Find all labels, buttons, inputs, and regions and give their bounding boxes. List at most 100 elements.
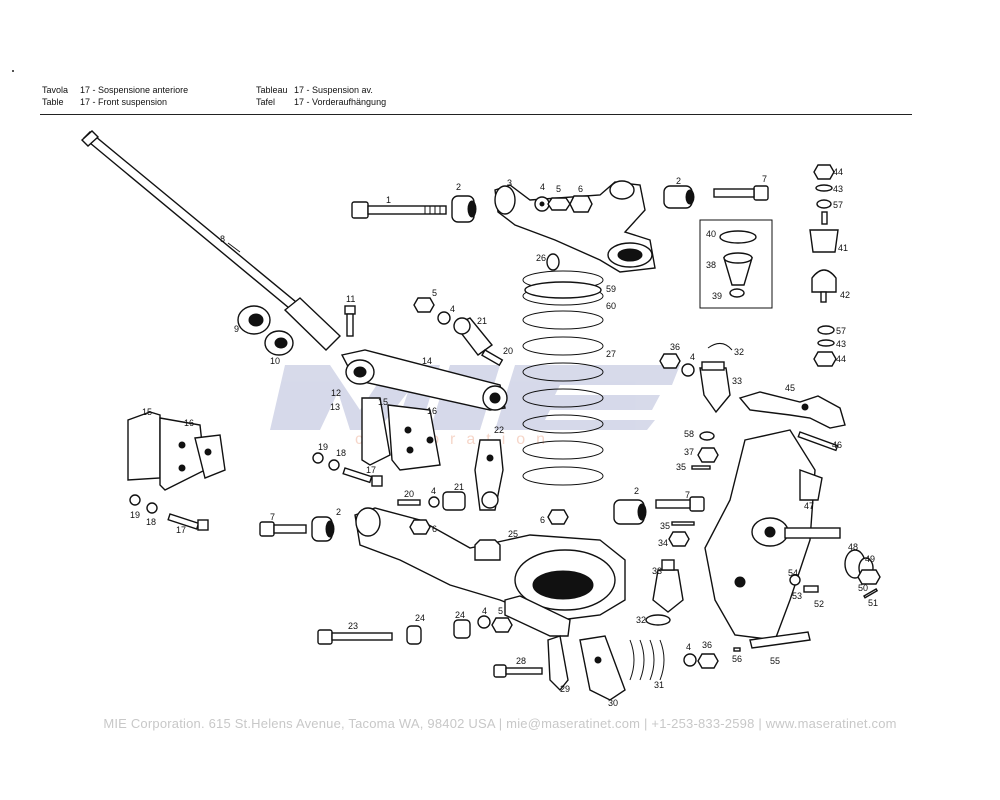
callout: 49 <box>865 554 875 564</box>
callout: 30 <box>608 698 618 708</box>
callout: 54 <box>788 568 798 578</box>
callout: 11 <box>346 294 355 304</box>
callout: 60 <box>606 301 616 311</box>
callout: 27 <box>606 349 616 359</box>
washer-nut-set-upper <box>534 195 593 213</box>
callout: 19 <box>130 510 140 520</box>
callout: 34 <box>658 538 668 548</box>
callout: 1 <box>386 195 391 205</box>
callout: 21 <box>454 482 464 492</box>
callout: 2 <box>634 486 639 496</box>
callout: 15 <box>142 407 152 417</box>
callout: 50 <box>858 583 868 593</box>
callout: 4 <box>686 642 691 652</box>
callout: 43 <box>836 339 846 349</box>
callout: 57 <box>833 200 843 210</box>
header-label: Tafel <box>256 97 276 107</box>
callout: 55 <box>770 656 780 666</box>
callout: 32 <box>734 347 744 357</box>
tie-link-14 <box>340 349 508 411</box>
callout: 57 <box>836 326 846 336</box>
header-row-italian: Tavola 17 - Sospensione anteriore <box>42 84 188 96</box>
callout: 33 <box>732 376 742 386</box>
header-label: Tableau <box>256 85 288 95</box>
callout: 2 <box>676 176 681 186</box>
stabilizer-bar <box>80 130 342 351</box>
callout: 24 <box>415 613 425 623</box>
callout: 4 <box>540 182 545 192</box>
callout: 59 <box>606 284 616 294</box>
coil-spring <box>522 253 604 486</box>
bushing-bolt-upper <box>453 317 504 367</box>
callout: 2 <box>456 182 461 192</box>
callout: 40 <box>706 229 716 239</box>
bushings-2 <box>311 185 695 542</box>
scan-speck <box>12 70 14 72</box>
header-left: Tavola 17 - Sospensione anteriore Table … <box>42 84 188 108</box>
callout: 6 <box>432 524 437 534</box>
callout: 17 <box>366 465 376 475</box>
header-title: 17 - Sospensione anteriore <box>80 85 189 95</box>
callout: 51 <box>868 598 878 608</box>
lower-pivot-hardware <box>317 615 513 645</box>
callout: 16 <box>427 406 437 416</box>
nut-washer-left <box>413 297 451 325</box>
callout: 45 <box>785 383 795 393</box>
callout: 43 <box>833 184 843 194</box>
callout: 5 <box>432 288 437 298</box>
callout: 18 <box>146 517 156 527</box>
bolts-7 <box>259 185 769 537</box>
callout: 44 <box>836 354 846 364</box>
brackets-left <box>127 411 226 491</box>
callout: 5 <box>498 606 503 616</box>
callout: 13 <box>330 402 340 412</box>
callout: 2 <box>336 507 341 517</box>
bolt-1 <box>351 201 447 219</box>
callout-numbers: 1 2 3 4 5 6 2 7 44 43 57 41 42 57 43 44 … <box>130 167 878 708</box>
header-row-english: Table 17 - Front suspension <box>42 96 188 108</box>
lower-ball-joint <box>645 559 684 626</box>
callout: 18 <box>336 448 346 458</box>
spindle-parts <box>789 549 881 599</box>
callout: 4 <box>690 352 695 362</box>
callout: 20 <box>503 346 513 356</box>
hub-hardware <box>668 431 719 547</box>
callout: 23 <box>348 621 358 631</box>
bump-stops <box>809 164 839 367</box>
lower-control-arm <box>354 507 626 637</box>
callout: 19 <box>318 442 328 452</box>
callout: 22 <box>494 425 504 435</box>
footer-contact: MIE Corporation. 615 St.Helens Avenue, T… <box>103 716 897 731</box>
header-row-german: Tafel 17 - Vorderaufhängung <box>256 96 386 108</box>
bar-bushings <box>237 305 294 356</box>
callout: 3 <box>507 178 512 188</box>
callout: 6 <box>540 515 545 525</box>
header-title: 17 - Suspension av. <box>294 85 373 95</box>
callout: 39 <box>712 291 722 301</box>
callout: 9 <box>234 324 239 334</box>
header-title: 17 - Front suspension <box>80 97 168 107</box>
header-label: Tavola <box>42 85 69 95</box>
callout: 4 <box>450 304 455 314</box>
upper-control-arm <box>494 180 656 273</box>
bracket-bolts <box>129 452 383 531</box>
header-title: 17 - Vorderaufhängung <box>294 97 387 107</box>
callout: 36 <box>702 640 712 650</box>
callout: 25 <box>508 529 518 539</box>
callout: 36 <box>670 342 680 352</box>
callout: 4 <box>482 606 487 616</box>
callout: 35 <box>660 521 670 531</box>
callout: 58 <box>684 429 694 439</box>
brackets-middle <box>361 397 441 471</box>
upper-ball-joint <box>659 343 733 414</box>
callout: 24 <box>455 610 465 620</box>
callout: 32 <box>636 615 646 625</box>
callout: 8 <box>220 234 225 244</box>
header-divider <box>40 114 912 115</box>
callout: 21 <box>477 316 487 326</box>
drop-link-22 <box>474 439 504 511</box>
callout: 26 <box>536 253 546 263</box>
callout: 35 <box>676 462 686 472</box>
